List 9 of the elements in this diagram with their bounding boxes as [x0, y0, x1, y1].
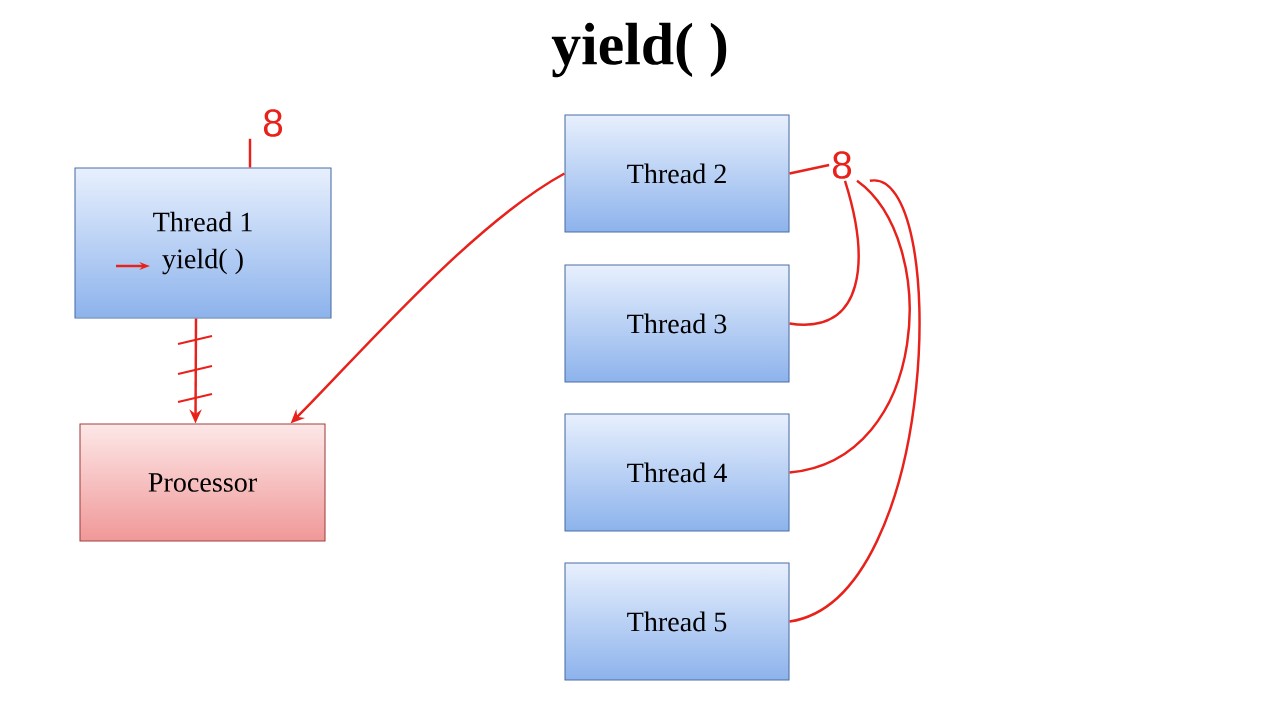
handwritten-number: 8 [832, 151, 852, 179]
thread-box: Thread 5 [564, 562, 790, 681]
title: yield( ) [551, 22, 727, 78]
thread-box: Thread 3 [564, 264, 790, 383]
thread-box: Thread 2 [564, 114, 790, 233]
processor-box: Processor [79, 423, 326, 542]
handwritten-number: 8 [263, 109, 283, 137]
thread-box: Thread 4 [564, 413, 790, 532]
thread-box: Thread 1 yield( ) [74, 167, 332, 319]
